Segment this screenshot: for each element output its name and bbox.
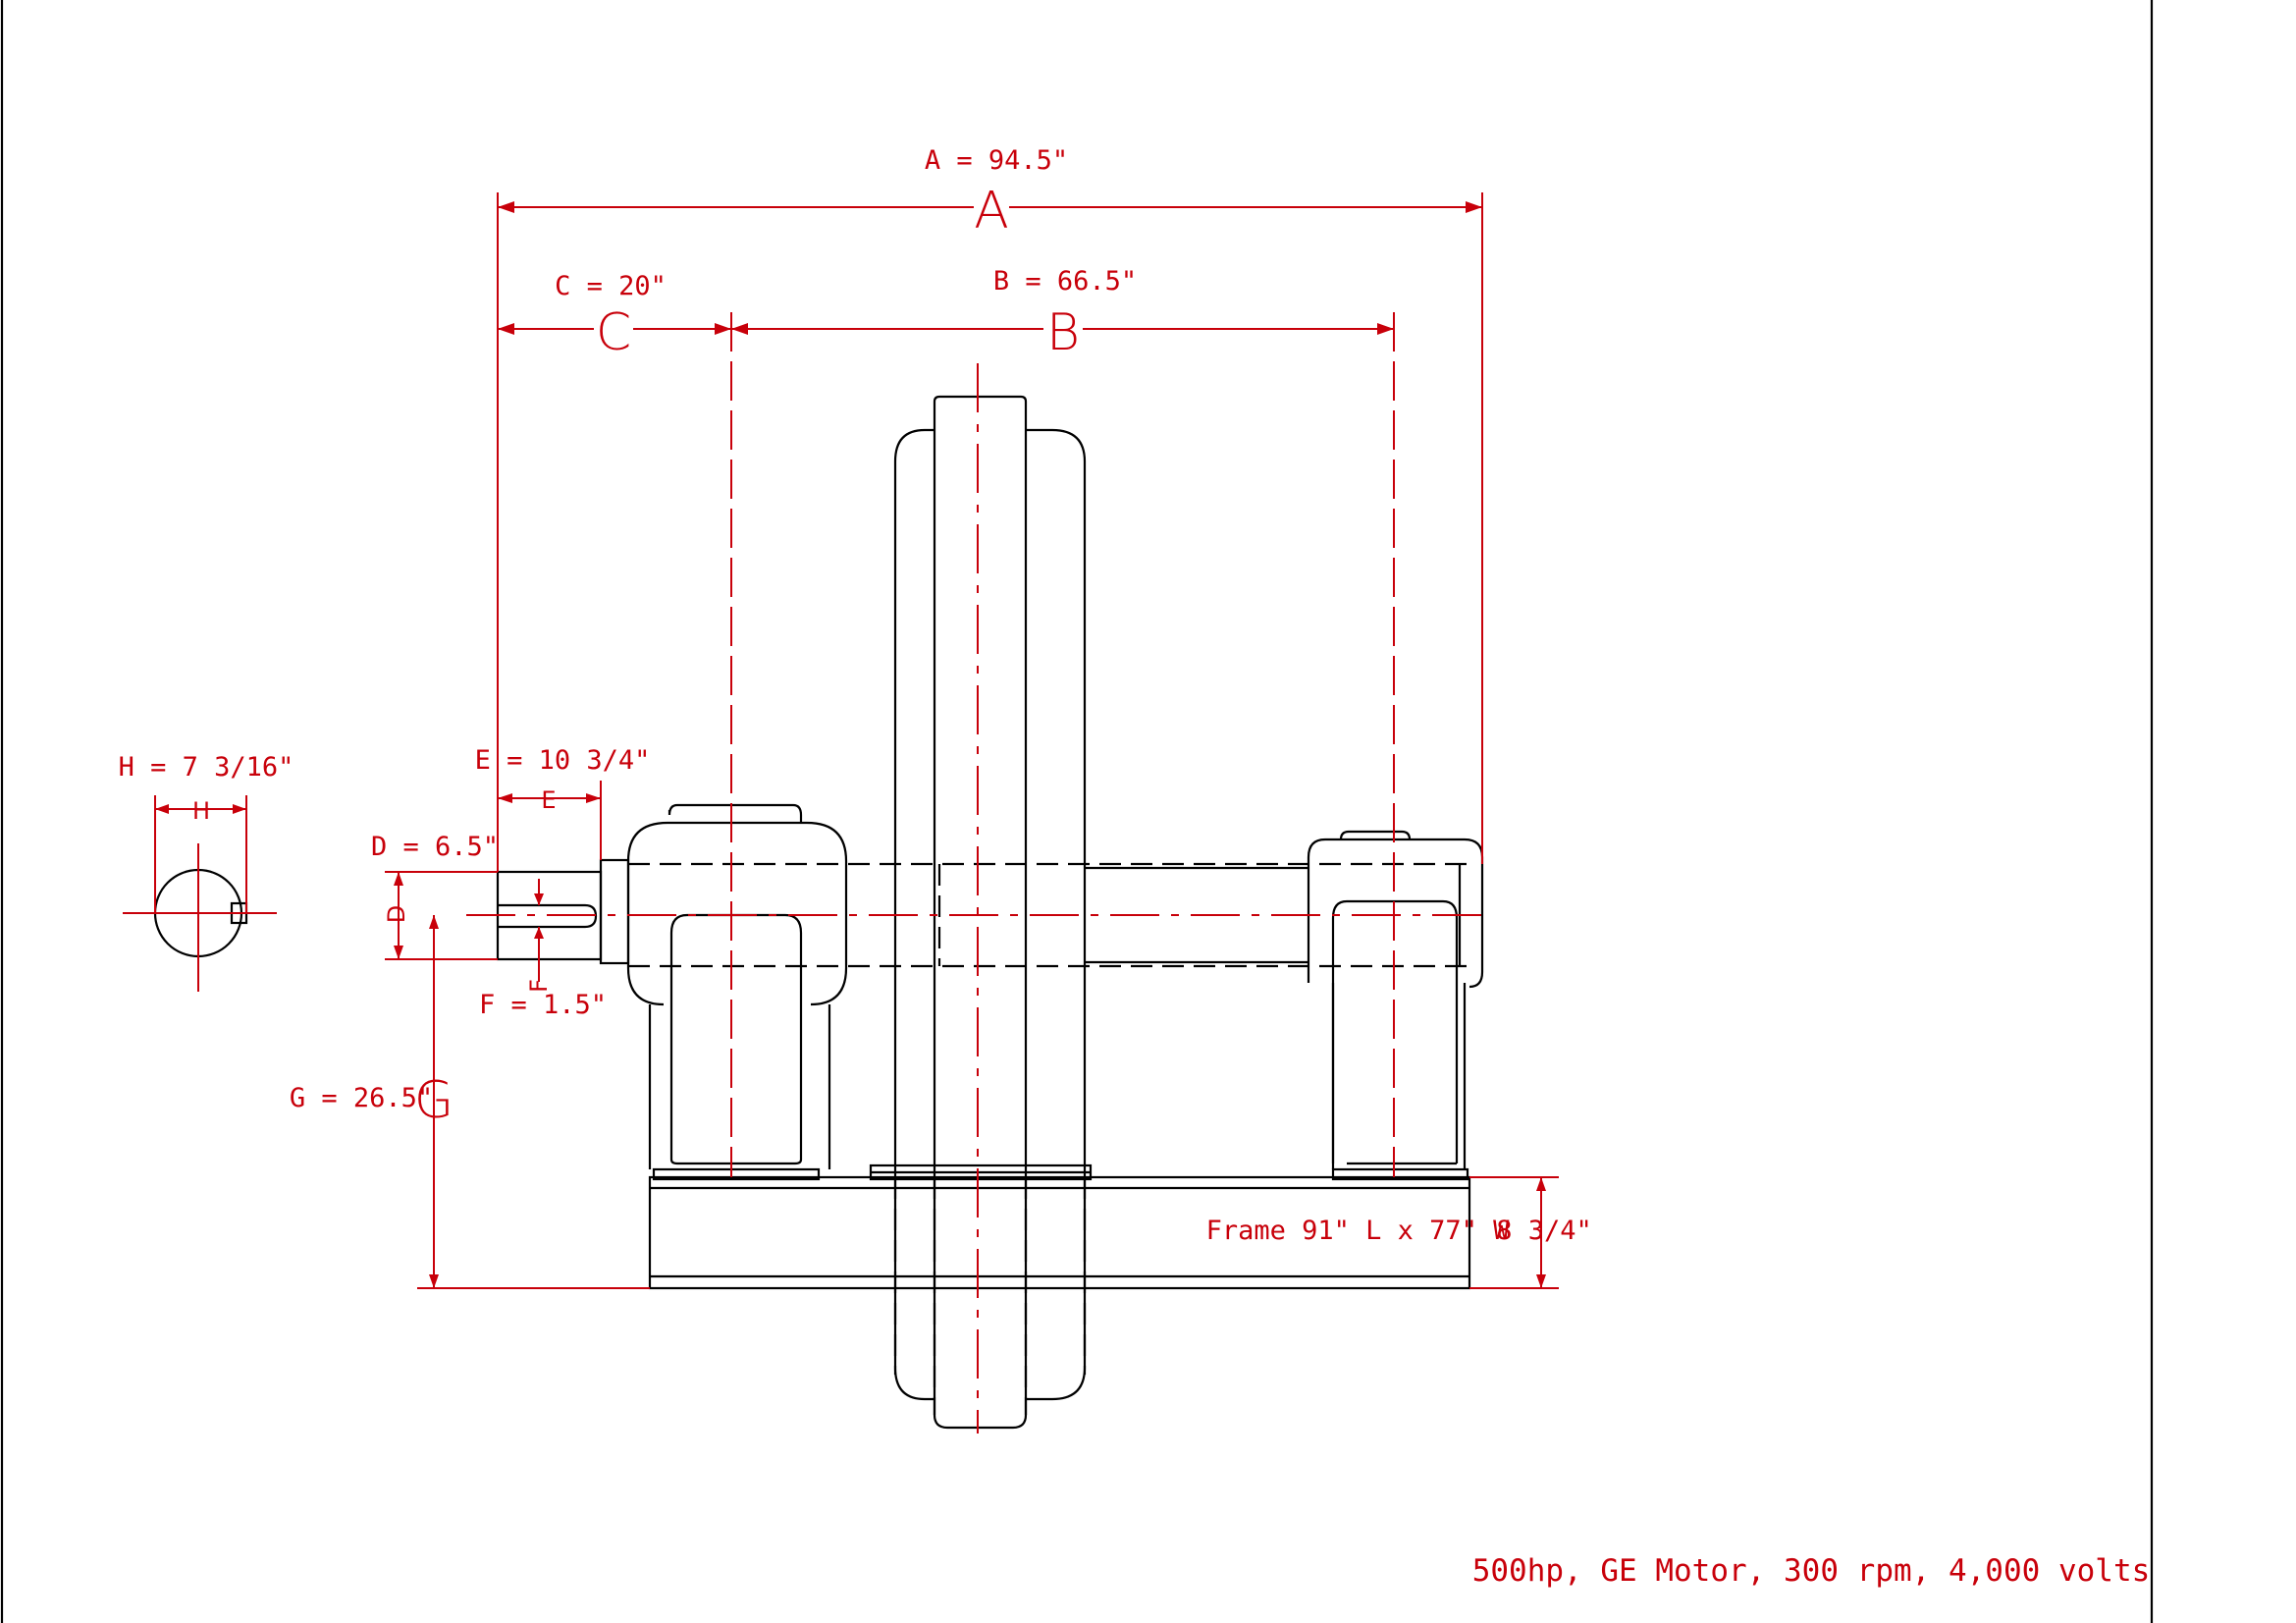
base-frame: [648, 1163, 1471, 1290]
dim-f-letter: F: [525, 979, 553, 993]
dim-c-label: C = 20": [555, 271, 667, 301]
dim-c-letter: C: [596, 303, 631, 362]
dim-a-letter: A: [974, 182, 1009, 241]
dim-e-label: E = 10 3/4": [475, 745, 651, 776]
dim-h-label: H = 7 3/16": [119, 752, 294, 783]
dim-b-letter: B: [1046, 303, 1080, 362]
dim-a-label: A = 94.5": [925, 145, 1068, 176]
left-bearing-pedestal: [626, 803, 848, 1169]
dim-f-label: F = 1.5": [479, 990, 607, 1020]
shaft-extension: [496, 858, 630, 965]
dim-b-label: B = 66.5": [993, 266, 1137, 297]
dim-h-letter: H: [192, 797, 210, 825]
dim-e-letter: E: [541, 786, 556, 814]
dim-a-letter-knockout: [974, 189, 1009, 228]
dimension-lines: [154, 192, 1559, 1289]
dim-g-letter: G: [414, 1071, 454, 1130]
dim-c-letter-knockout: [594, 310, 633, 350]
dimension-labels: A = 94.5" A C = 20" C B = 66.5" B E = 10…: [119, 145, 2151, 1589]
frame-height-label: 8 3/4": [1496, 1216, 1592, 1246]
dim-d-letter: D: [383, 905, 410, 923]
rotor-housing: [893, 395, 1087, 1430]
frame-label: Frame 91" L x 77" W: [1206, 1216, 1511, 1246]
center-lines: [123, 363, 1482, 1434]
page-border: [0, 0, 2154, 1623]
right-bearing-pedestal: [1307, 830, 1484, 1169]
shaft: [628, 862, 1468, 968]
motor-caption: 500hp, GE Motor, 300 rpm, 4,000 volts: [1472, 1553, 2151, 1589]
dim-d-label: D = 6.5": [371, 832, 499, 862]
dim-b-letter-knockout: [1043, 310, 1083, 350]
dim-g-label: G = 26.5": [290, 1083, 433, 1113]
motor-outline: [153, 395, 1484, 1430]
